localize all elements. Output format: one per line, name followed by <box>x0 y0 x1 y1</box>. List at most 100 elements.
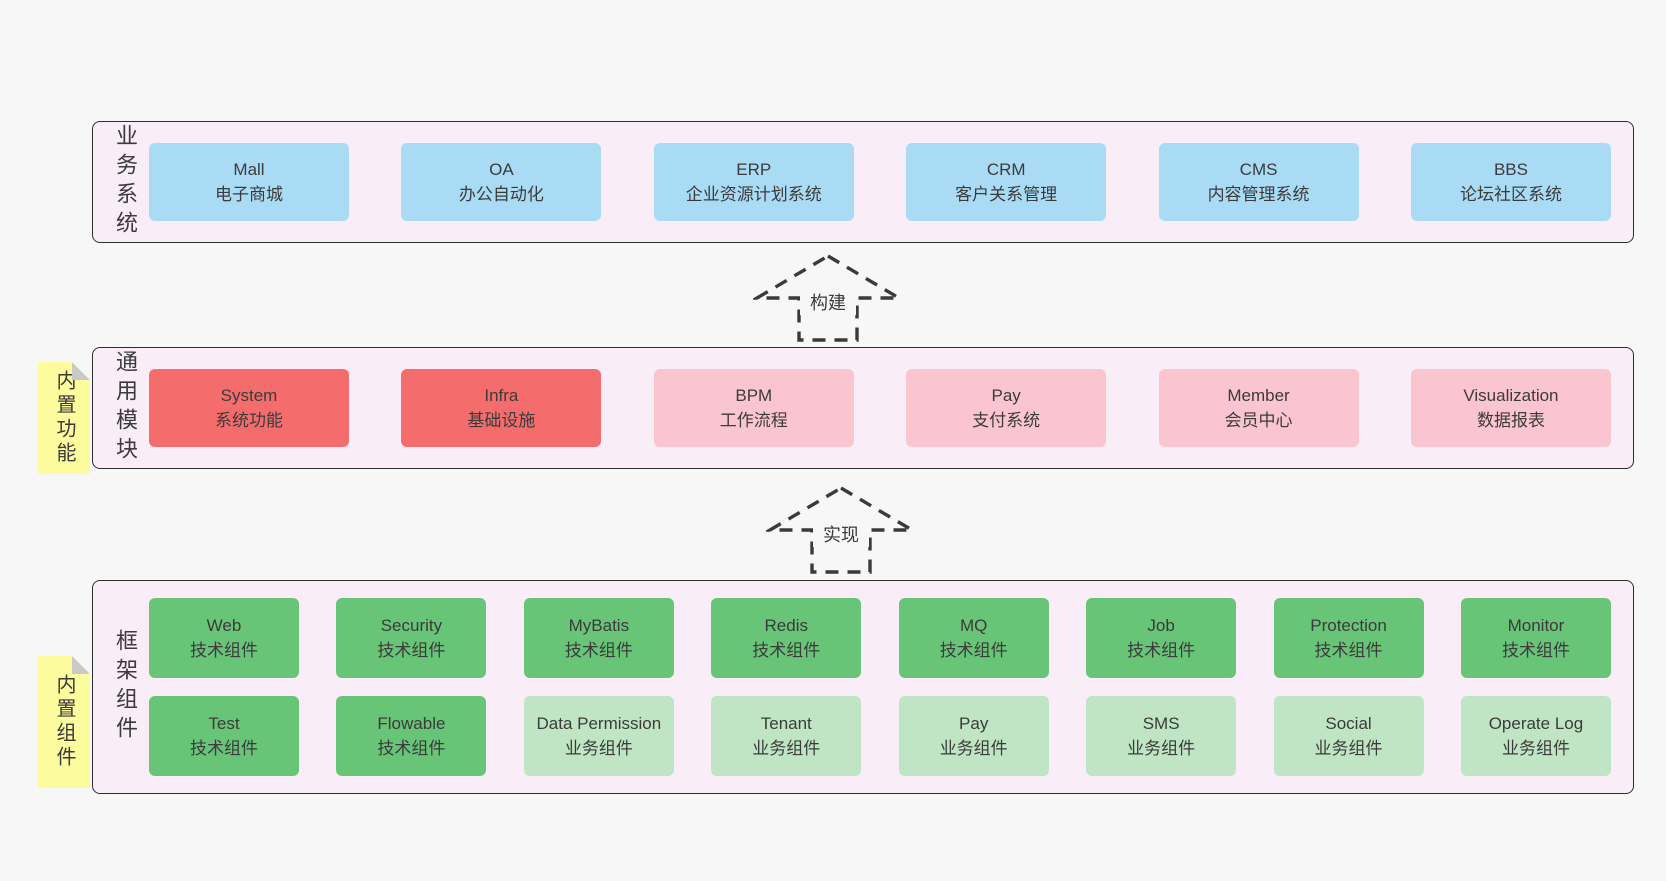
box-erp: ERP 企业资源计划系统 <box>653 143 854 221</box>
box-subtitle: 技术组件 <box>1127 641 1196 660</box>
box-name: CMS <box>1239 159 1278 179</box>
implement-arrow-label: 实现 <box>823 525 859 545</box>
box-data-permission: Data Permission 业务组件 <box>523 696 674 776</box>
box-name: Infra <box>484 385 519 405</box>
box-security: Security 技术组件 <box>336 598 487 678</box>
framework-row-1: Web 技术组件 Security 技术组件 MyBatis 技术组件 Redi… <box>149 598 1611 678</box>
build-arrow-icon: 构建 <box>753 254 903 342</box>
box-name: Data Permission <box>536 713 662 733</box>
box-subtitle: 支付系统 <box>972 411 1041 430</box>
box-name: Social <box>1325 713 1372 733</box>
box-sms: SMS 业务组件 <box>1086 696 1237 776</box>
box-bbs: BBS 论坛社区系统 <box>1410 143 1611 221</box>
box-protection: Protection 技术组件 <box>1273 598 1424 678</box>
box-bpm: BPM 工作流程 <box>653 369 854 447</box>
folded-corner-icon <box>72 362 90 380</box>
box-name: MQ <box>959 615 988 635</box>
box-member: Member 会员中心 <box>1158 369 1359 447</box>
box-subtitle: 企业资源计划系统 <box>685 185 822 204</box>
box-name: BPM <box>735 385 773 405</box>
box-subtitle: 技术组件 <box>377 641 446 660</box>
folded-corner-icon <box>72 656 90 674</box>
implement-arrow-icon: 实现 <box>766 486 916 574</box>
note-label: 内置组件 <box>53 674 75 770</box>
modules-boxes-row: System 系统功能 Infra 基础设施 BPM 工作流程 Pay 支付系统… <box>149 369 1611 447</box>
box-subtitle: 技术组件 <box>752 641 821 660</box>
box-subtitle: 业务组件 <box>752 739 821 758</box>
box-subtitle: 客户关系管理 <box>955 185 1058 204</box>
box-subtitle: 业务组件 <box>1501 739 1570 758</box>
box-redis: Redis 技术组件 <box>711 598 862 678</box>
box-subtitle: 内容管理系统 <box>1207 185 1310 204</box>
band-framework-components: 框架组件 Web 技术组件 Security 技术组件 MyBatis 技术组件… <box>92 580 1634 794</box>
box-name: CRM <box>986 159 1026 179</box>
box-name: Test <box>208 713 240 733</box>
band-modules-label: 通用模块 <box>113 350 138 466</box>
box-subtitle: 技术组件 <box>190 739 258 758</box>
box-system: System 系统功能 <box>149 369 349 447</box>
box-name: Pay <box>991 385 1021 405</box>
box-name: Web <box>206 615 242 635</box>
box-subtitle: 基础设施 <box>467 411 536 430</box>
box-subtitle: 技术组件 <box>190 641 258 660</box>
framework-rows: Web 技术组件 Security 技术组件 MyBatis 技术组件 Redi… <box>149 598 1611 776</box>
box-job: Job 技术组件 <box>1086 598 1237 678</box>
box-subtitle: 数据报表 <box>1476 411 1545 430</box>
box-name: Redis <box>764 615 808 635</box>
box-name: OA <box>489 159 514 179</box>
sticky-note-builtin-components: 内置组件 <box>38 656 90 788</box>
box-subtitle: 业务组件 <box>939 739 1008 758</box>
box-name: ERP <box>736 159 772 179</box>
box-subtitle: 技术组件 <box>939 641 1008 660</box>
box-subtitle: 技术组件 <box>1501 641 1570 660</box>
box-name: Pay <box>959 713 989 733</box>
box-pay-module: Pay 支付系统 <box>906 369 1107 447</box>
box-name: Mall <box>233 159 265 179</box>
framework-row-2: Test 技术组件 Flowable 技术组件 Data Permission … <box>149 696 1611 776</box>
box-name: Security <box>380 615 443 635</box>
box-subtitle: 电子商城 <box>215 185 283 204</box>
box-subtitle: 技术组件 <box>564 641 633 660</box>
box-subtitle: 技术组件 <box>377 739 446 758</box>
box-test: Test 技术组件 <box>149 696 299 776</box>
box-oa: OA 办公自动化 <box>401 143 602 221</box>
box-flowable: Flowable 技术组件 <box>336 696 487 776</box>
business-boxes-row: Mall 电子商城 OA 办公自动化 ERP 企业资源计划系统 CRM 客户关系… <box>149 143 1611 221</box>
box-crm: CRM 客户关系管理 <box>906 143 1107 221</box>
box-subtitle: 业务组件 <box>1127 739 1196 758</box>
box-name: Visualization <box>1463 385 1559 405</box>
box-mall: Mall 电子商城 <box>149 143 349 221</box>
box-subtitle: 系统功能 <box>215 411 283 430</box>
box-operate-log: Operate Log 业务组件 <box>1460 696 1611 776</box>
box-subtitle: 办公自动化 <box>458 185 544 204</box>
box-pay-component: Pay 业务组件 <box>898 696 1049 776</box>
band-business-systems: 业务系统 Mall 电子商城 OA 办公自动化 ERP 企业资源计划系统 CRM… <box>92 121 1634 243</box>
box-name: Member <box>1227 385 1290 405</box>
box-infra: Infra 基础设施 <box>401 369 602 447</box>
box-name: System <box>220 385 278 405</box>
box-name: Protection <box>1310 615 1387 635</box>
box-visualization: Visualization 数据报表 <box>1410 369 1611 447</box>
box-subtitle: 工作流程 <box>719 411 788 430</box>
box-mybatis: MyBatis 技术组件 <box>523 598 674 678</box>
box-subtitle: 技术组件 <box>1314 641 1383 660</box>
box-monitor: Monitor 技术组件 <box>1460 598 1611 678</box>
box-name: Tenant <box>760 713 812 733</box>
box-cms: CMS 内容管理系统 <box>1158 143 1359 221</box>
box-name: BBS <box>1493 159 1528 179</box>
box-name: MyBatis <box>568 615 630 635</box>
box-subtitle: 业务组件 <box>564 739 633 758</box>
build-arrow-label: 构建 <box>810 293 846 313</box>
box-subtitle: 论坛社区系统 <box>1459 185 1562 204</box>
box-name: SMS <box>1142 713 1180 733</box>
box-name: Operate Log <box>1488 713 1584 733</box>
box-subtitle: 会员中心 <box>1224 411 1293 430</box>
band-common-modules: 通用模块 System 系统功能 Infra 基础设施 BPM 工作流程 Pay… <box>92 347 1634 469</box>
box-name: Job <box>1147 615 1175 635</box>
box-web: Web 技术组件 <box>149 598 299 678</box>
box-name: Flowable <box>377 713 446 733</box>
box-subtitle: 业务组件 <box>1314 739 1383 758</box>
box-social: Social 业务组件 <box>1273 696 1424 776</box>
band-business-label: 业务系统 <box>113 124 138 240</box>
